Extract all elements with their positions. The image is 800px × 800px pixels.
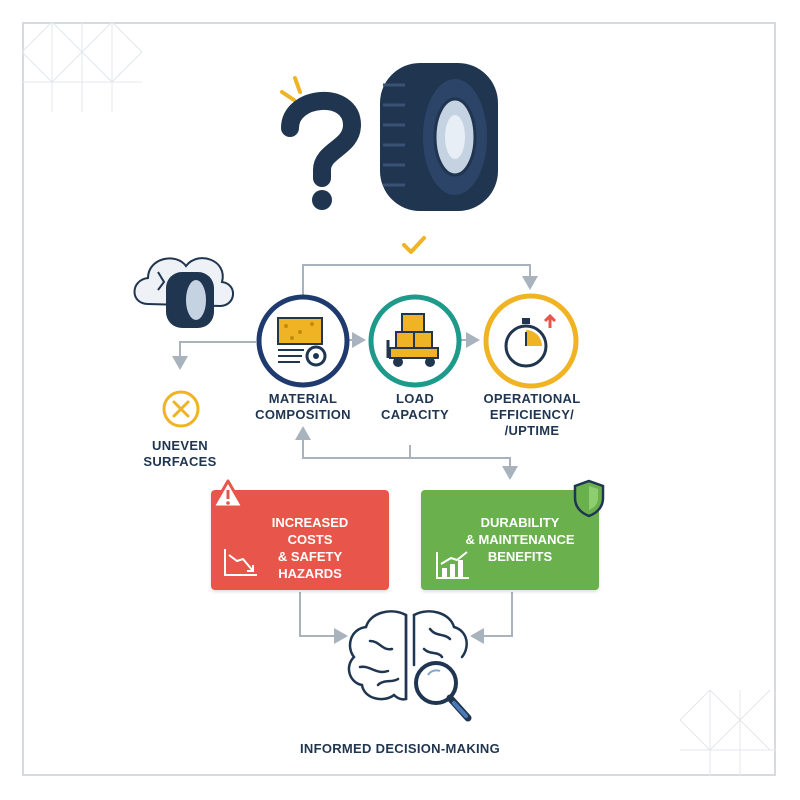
brain-magnifier-icon [347,610,472,722]
trend-down-icon [224,549,257,576]
question-mark-icon [280,76,362,210]
corner-pattern-top-left [22,22,142,112]
informed-decision-label: INFORMED DECISION-MAKING [299,741,501,756]
tire-icon [380,63,498,211]
x-circle-icon [162,390,200,428]
trend-up-icon [436,551,469,579]
warning-icon [211,479,245,509]
shield-icon [573,479,605,518]
corner-pattern-bottom-right [680,690,776,776]
check-icon [402,236,426,254]
cracked-tire-cloud-icon [133,257,234,328]
material-gear-icon [256,294,350,388]
stopwatch-icon [483,293,579,389]
forklift-boxes-icon [368,294,462,388]
outer-frame [22,22,776,776]
